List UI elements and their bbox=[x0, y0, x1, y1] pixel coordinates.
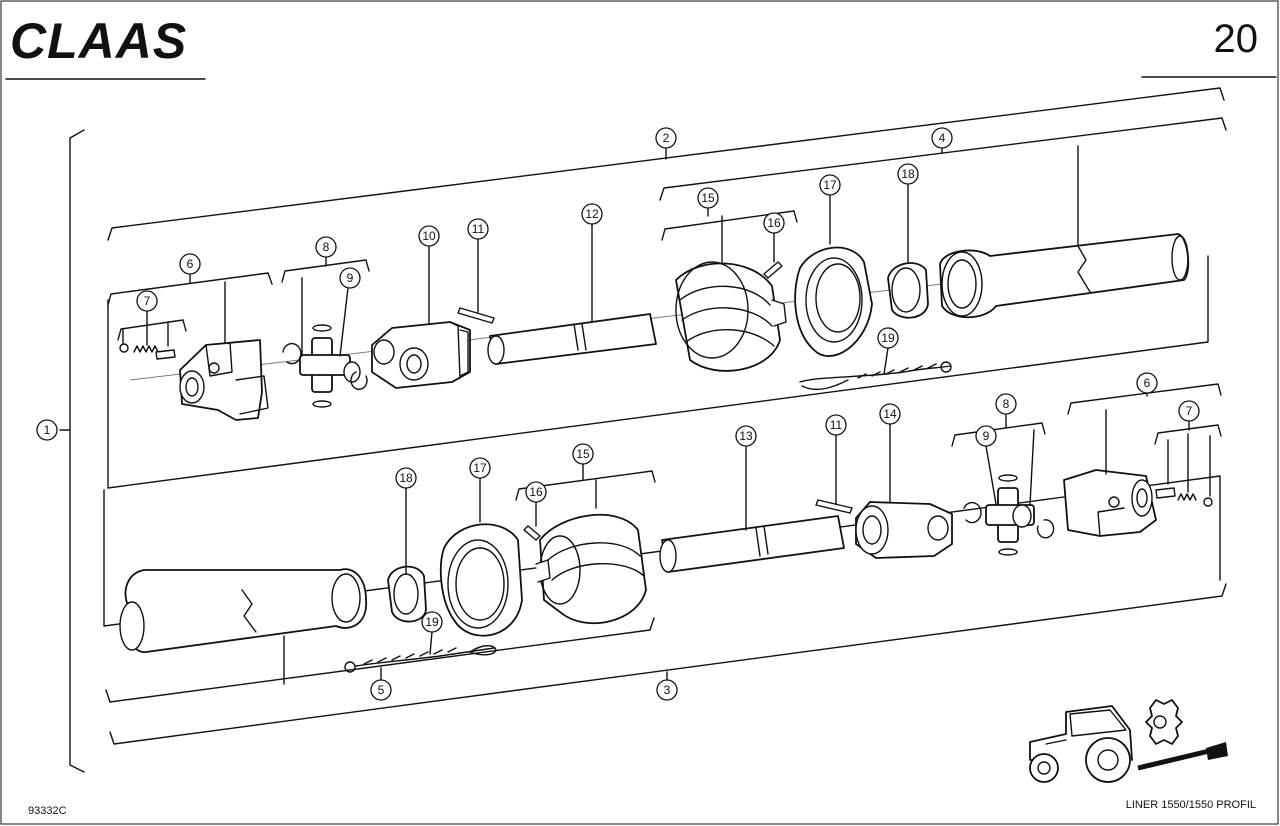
part-10-inner-yoke-upper bbox=[371, 246, 471, 389]
part-14-inner-yoke-lower bbox=[855, 423, 953, 559]
callout-19: 19 bbox=[877, 327, 899, 349]
callout-1: 1 bbox=[36, 419, 58, 441]
part-17-bearing-cup-upper bbox=[794, 193, 873, 357]
callout-7: 7 bbox=[136, 290, 158, 312]
svg-text:16: 16 bbox=[767, 216, 781, 230]
svg-text:8: 8 bbox=[323, 240, 330, 254]
svg-text:4: 4 bbox=[939, 131, 946, 145]
callout-11: 11 bbox=[467, 218, 489, 240]
part-19-safety-chain-upper bbox=[799, 347, 952, 390]
svg-text:2: 2 bbox=[663, 131, 670, 145]
svg-text:16: 16 bbox=[529, 485, 543, 499]
svg-text:15: 15 bbox=[576, 447, 590, 461]
svg-text:9: 9 bbox=[347, 271, 354, 285]
callout-18: 18 bbox=[897, 163, 919, 185]
svg-text:7: 7 bbox=[1186, 404, 1193, 418]
svg-text:19: 19 bbox=[425, 615, 439, 629]
part-5-outer-tube-lower bbox=[119, 568, 367, 685]
model-label: LINER 1550/1550 PROFIL bbox=[1126, 799, 1256, 811]
callout-15: 15 bbox=[697, 187, 719, 209]
part-16-screw-upper bbox=[763, 231, 783, 279]
part-12-inner-profile-tube bbox=[487, 223, 657, 365]
part-6-yoke-lower bbox=[1063, 409, 1157, 537]
part-18-bearing-ring-lower bbox=[387, 487, 427, 623]
part-18-bearing-ring-upper bbox=[887, 183, 929, 319]
svg-text:14: 14 bbox=[883, 407, 897, 421]
part-16-screw-lower bbox=[523, 501, 541, 541]
part-7-lock-pin-set-lower bbox=[1155, 433, 1213, 507]
callout-7-lower: 7 bbox=[1178, 400, 1200, 422]
svg-text:17: 17 bbox=[823, 178, 837, 192]
brand-logo: CLAAS bbox=[10, 13, 187, 69]
svg-text:15: 15 bbox=[701, 191, 715, 205]
svg-text:18: 18 bbox=[399, 471, 413, 485]
callouts: 1 2 4 6 7 8 9 10 11 12 15 16 17 18 19 13… bbox=[36, 127, 1200, 701]
callout-18-lower: 18 bbox=[395, 467, 417, 489]
svg-text:13: 13 bbox=[739, 429, 753, 443]
part-15-guard-cone-upper bbox=[675, 215, 787, 372]
callout-11-lower: 11 bbox=[825, 414, 847, 436]
lower-row-parts bbox=[119, 409, 1213, 685]
svg-text:11: 11 bbox=[472, 222, 485, 236]
part-8-cross-journal-upper bbox=[282, 277, 368, 408]
callout-4: 4 bbox=[931, 127, 953, 149]
part-6-yoke-upper bbox=[179, 281, 269, 421]
upper-row-parts bbox=[119, 145, 1190, 421]
callout-6-lower: 6 bbox=[1136, 372, 1158, 394]
callout-13: 13 bbox=[735, 425, 757, 447]
callout-9: 9 bbox=[339, 267, 361, 289]
svg-text:6: 6 bbox=[187, 257, 194, 271]
callout-17-lower: 17 bbox=[469, 457, 491, 479]
part-15-guard-cone-lower bbox=[535, 479, 647, 625]
svg-text:19: 19 bbox=[881, 331, 895, 345]
part-8-cross-journal-lower bbox=[963, 429, 1055, 556]
part-4-outer-tube-upper bbox=[939, 145, 1190, 319]
svg-text:8: 8 bbox=[1003, 397, 1010, 411]
page-number: 20 bbox=[1214, 17, 1259, 61]
svg-text:9: 9 bbox=[983, 429, 990, 443]
assembly-brackets bbox=[59, 87, 1227, 773]
callout-12: 12 bbox=[581, 203, 603, 225]
svg-text:3: 3 bbox=[664, 683, 671, 697]
callout-5: 5 bbox=[370, 679, 392, 701]
callout-6: 6 bbox=[179, 253, 201, 275]
callout-3: 3 bbox=[656, 679, 678, 701]
svg-text:11: 11 bbox=[830, 418, 843, 432]
svg-text:7: 7 bbox=[144, 294, 151, 308]
svg-text:18: 18 bbox=[901, 167, 915, 181]
callout-16: 16 bbox=[763, 212, 785, 234]
part-17-bearing-cup-lower bbox=[439, 477, 523, 637]
svg-text:17: 17 bbox=[473, 461, 487, 475]
callout-16-lower: 16 bbox=[525, 481, 547, 503]
callout-19-lower: 19 bbox=[421, 611, 443, 633]
tractor-pto-pictogram bbox=[1029, 699, 1228, 783]
svg-text:6: 6 bbox=[1144, 376, 1151, 390]
part-19-safety-chain-lower bbox=[344, 631, 497, 673]
callout-8: 8 bbox=[315, 236, 337, 258]
svg-text:5: 5 bbox=[378, 683, 385, 697]
callout-14: 14 bbox=[879, 403, 901, 425]
svg-text:1: 1 bbox=[44, 423, 51, 437]
callout-10: 10 bbox=[418, 225, 440, 247]
callout-8-lower: 8 bbox=[995, 393, 1017, 415]
part-11-roll-pin-lower bbox=[815, 434, 853, 514]
callout-15-lower: 15 bbox=[572, 443, 594, 465]
callout-2: 2 bbox=[655, 127, 677, 149]
svg-text:12: 12 bbox=[585, 207, 599, 221]
callout-9-lower: 9 bbox=[975, 425, 997, 447]
part-13-inner-profile-tube bbox=[659, 445, 845, 573]
figure-code: 93332C bbox=[28, 805, 67, 817]
callout-17: 17 bbox=[819, 174, 841, 196]
part-11-roll-pin-upper bbox=[457, 238, 495, 324]
svg-text:10: 10 bbox=[422, 229, 436, 243]
part-7-lock-pin-set-upper bbox=[119, 321, 176, 360]
